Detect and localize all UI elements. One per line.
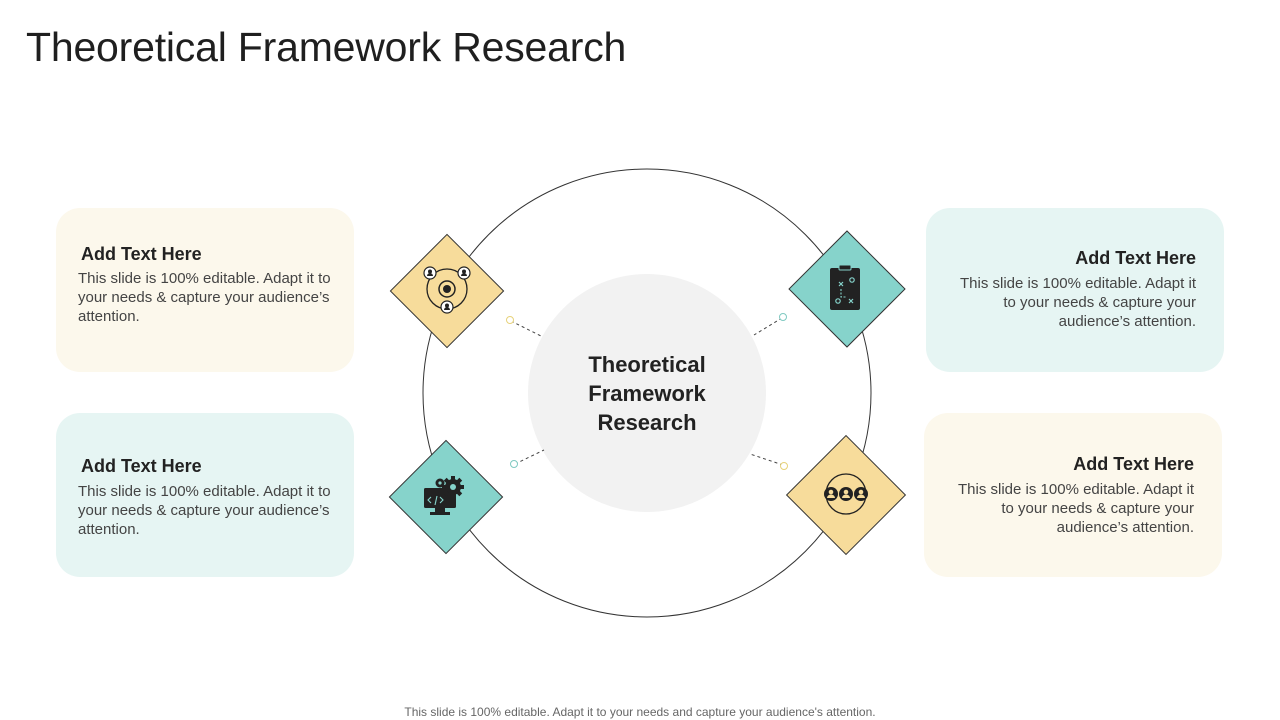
diamond-top-left xyxy=(389,233,505,349)
center-label-line: Theoretical xyxy=(588,352,706,377)
card-body: This slide is 100% editable. Adapt it to… xyxy=(958,481,1194,536)
card-top-right: Add Text Here This slide is 100% editabl… xyxy=(926,208,1224,372)
connector-bottom-left xyxy=(510,449,545,468)
outer-ring xyxy=(422,168,872,618)
footer-note: This slide is 100% editable. Adapt it to… xyxy=(404,705,876,719)
center-label: Theoretical Framework Research xyxy=(552,350,742,437)
center-label-line: Research xyxy=(597,410,697,435)
card-body: This slide is 100% editable. Adapt it to… xyxy=(78,483,331,538)
team-network-icon xyxy=(423,266,471,314)
strategy-board-icon xyxy=(830,264,860,310)
card-bottom-left: Add Text Here This slide is 100% editabl… xyxy=(56,413,354,577)
coding-gear-icon xyxy=(424,476,464,515)
diamond-bottom-right xyxy=(785,434,907,556)
connector-top-left xyxy=(506,316,544,338)
card-top-left: Add Text Here This slide is 100% editabl… xyxy=(56,208,354,372)
card-title: Add Text Here xyxy=(1073,454,1194,474)
card-title: Add Text Here xyxy=(1075,248,1196,268)
card-title: Add Text Here xyxy=(81,244,202,264)
center-label-line: Framework xyxy=(588,381,706,406)
card-body: This slide is 100% editable. Adapt it to… xyxy=(960,275,1196,330)
page-title: Theoretical Framework Research xyxy=(26,24,627,70)
group-icon xyxy=(824,473,868,515)
diamond-top-right xyxy=(788,230,906,348)
center-circle xyxy=(528,274,766,512)
connector-top-right xyxy=(753,313,787,336)
card-bottom-right: Add Text Here This slide is 100% editabl… xyxy=(924,413,1222,577)
card-body: This slide is 100% editable. Adapt it to… xyxy=(78,270,331,325)
card-title: Add Text Here xyxy=(81,456,202,476)
diamond-bottom-left xyxy=(388,439,504,555)
connector-bottom-right xyxy=(749,453,788,470)
